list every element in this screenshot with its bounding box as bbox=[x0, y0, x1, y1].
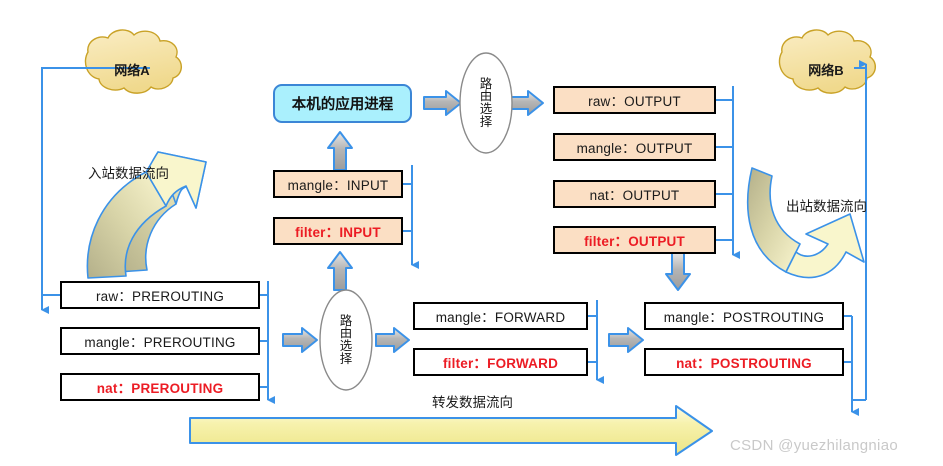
block-arrow-routing-to-forward bbox=[375, 327, 410, 353]
chain-box-mangle-input[interactable]: mangle：INPUT bbox=[273, 170, 403, 198]
watermark-text: CSDN @yuezhilangniao bbox=[730, 437, 898, 454]
chain-box-mangle-prerouting[interactable]: mangle：PREROUTING bbox=[60, 327, 260, 355]
connector-forward-bus bbox=[588, 300, 604, 384]
app-process-box[interactable]: 本机的应用进程 bbox=[273, 84, 412, 123]
chain-box-mangle-output[interactable]: mangle：OUTPUT bbox=[553, 133, 716, 161]
chain-box-filter-forward[interactable]: filter：FORWARD bbox=[413, 348, 588, 376]
connector-output-bus bbox=[716, 86, 740, 259]
routing-char: 择 bbox=[339, 351, 353, 366]
block-arrow-prerouting-to-routing bbox=[282, 327, 318, 353]
chain-box-mangle-forward[interactable]: mangle：FORWARD bbox=[413, 302, 588, 330]
cloud-label-network-b: 网络B bbox=[808, 63, 844, 78]
caption-forward-flow: 转发数据流向 bbox=[432, 395, 513, 410]
routing-char: 选 bbox=[339, 339, 353, 353]
routing-char: 由 bbox=[339, 326, 353, 341]
caption-outbound-flow: 出站数据流向 bbox=[786, 199, 867, 214]
connector-network-a-to-prerouting bbox=[41, 67, 150, 314]
chain-box-nat-output[interactable]: nat：OUTPUT bbox=[553, 180, 716, 208]
routing-char: 由 bbox=[479, 89, 493, 104]
block-arrow-routing-to-input bbox=[327, 251, 353, 291]
connector-postrouting-to-network-b bbox=[844, 60, 867, 416]
block-arrow-forward-to-postrouting bbox=[608, 327, 644, 353]
routing-ellipse-bottom-label: 路 由 选 择 bbox=[334, 309, 358, 371]
caption-inbound-flow: 入站数据流向 bbox=[88, 166, 169, 181]
routing-char: 选 bbox=[479, 102, 493, 116]
chain-box-nat-prerouting[interactable]: nat：PREROUTING bbox=[60, 373, 260, 401]
chain-box-nat-postrouting[interactable]: nat：POSTROUTING bbox=[644, 348, 844, 376]
connector-input-bus bbox=[403, 165, 419, 269]
outbound-flow-arrow-shape bbox=[746, 167, 865, 279]
routing-char: 路 bbox=[339, 313, 353, 328]
bottom-flow-arrow-shape bbox=[189, 405, 713, 456]
routing-ellipse-top-label: 路 由 选 择 bbox=[474, 72, 498, 134]
routing-char: 择 bbox=[479, 114, 493, 129]
chain-box-raw-output[interactable]: raw：OUTPUT bbox=[553, 86, 716, 114]
block-arrow-input-to-app bbox=[327, 131, 353, 171]
chain-box-filter-input[interactable]: filter：INPUT bbox=[273, 217, 403, 245]
block-arrow-output-to-postrouting bbox=[665, 251, 691, 291]
cloud-label-network-a: 网络A bbox=[114, 63, 150, 78]
chain-box-raw-prerouting[interactable]: raw：PREROUTING bbox=[60, 281, 260, 309]
routing-char: 路 bbox=[479, 76, 493, 91]
block-arrow-app-to-routing bbox=[423, 90, 462, 116]
chain-box-filter-output[interactable]: filter：OUTPUT bbox=[553, 226, 716, 254]
chain-box-mangle-postrouting[interactable]: mangle：POSTROUTING bbox=[644, 302, 844, 330]
block-arrow-routing-to-output bbox=[509, 90, 544, 116]
